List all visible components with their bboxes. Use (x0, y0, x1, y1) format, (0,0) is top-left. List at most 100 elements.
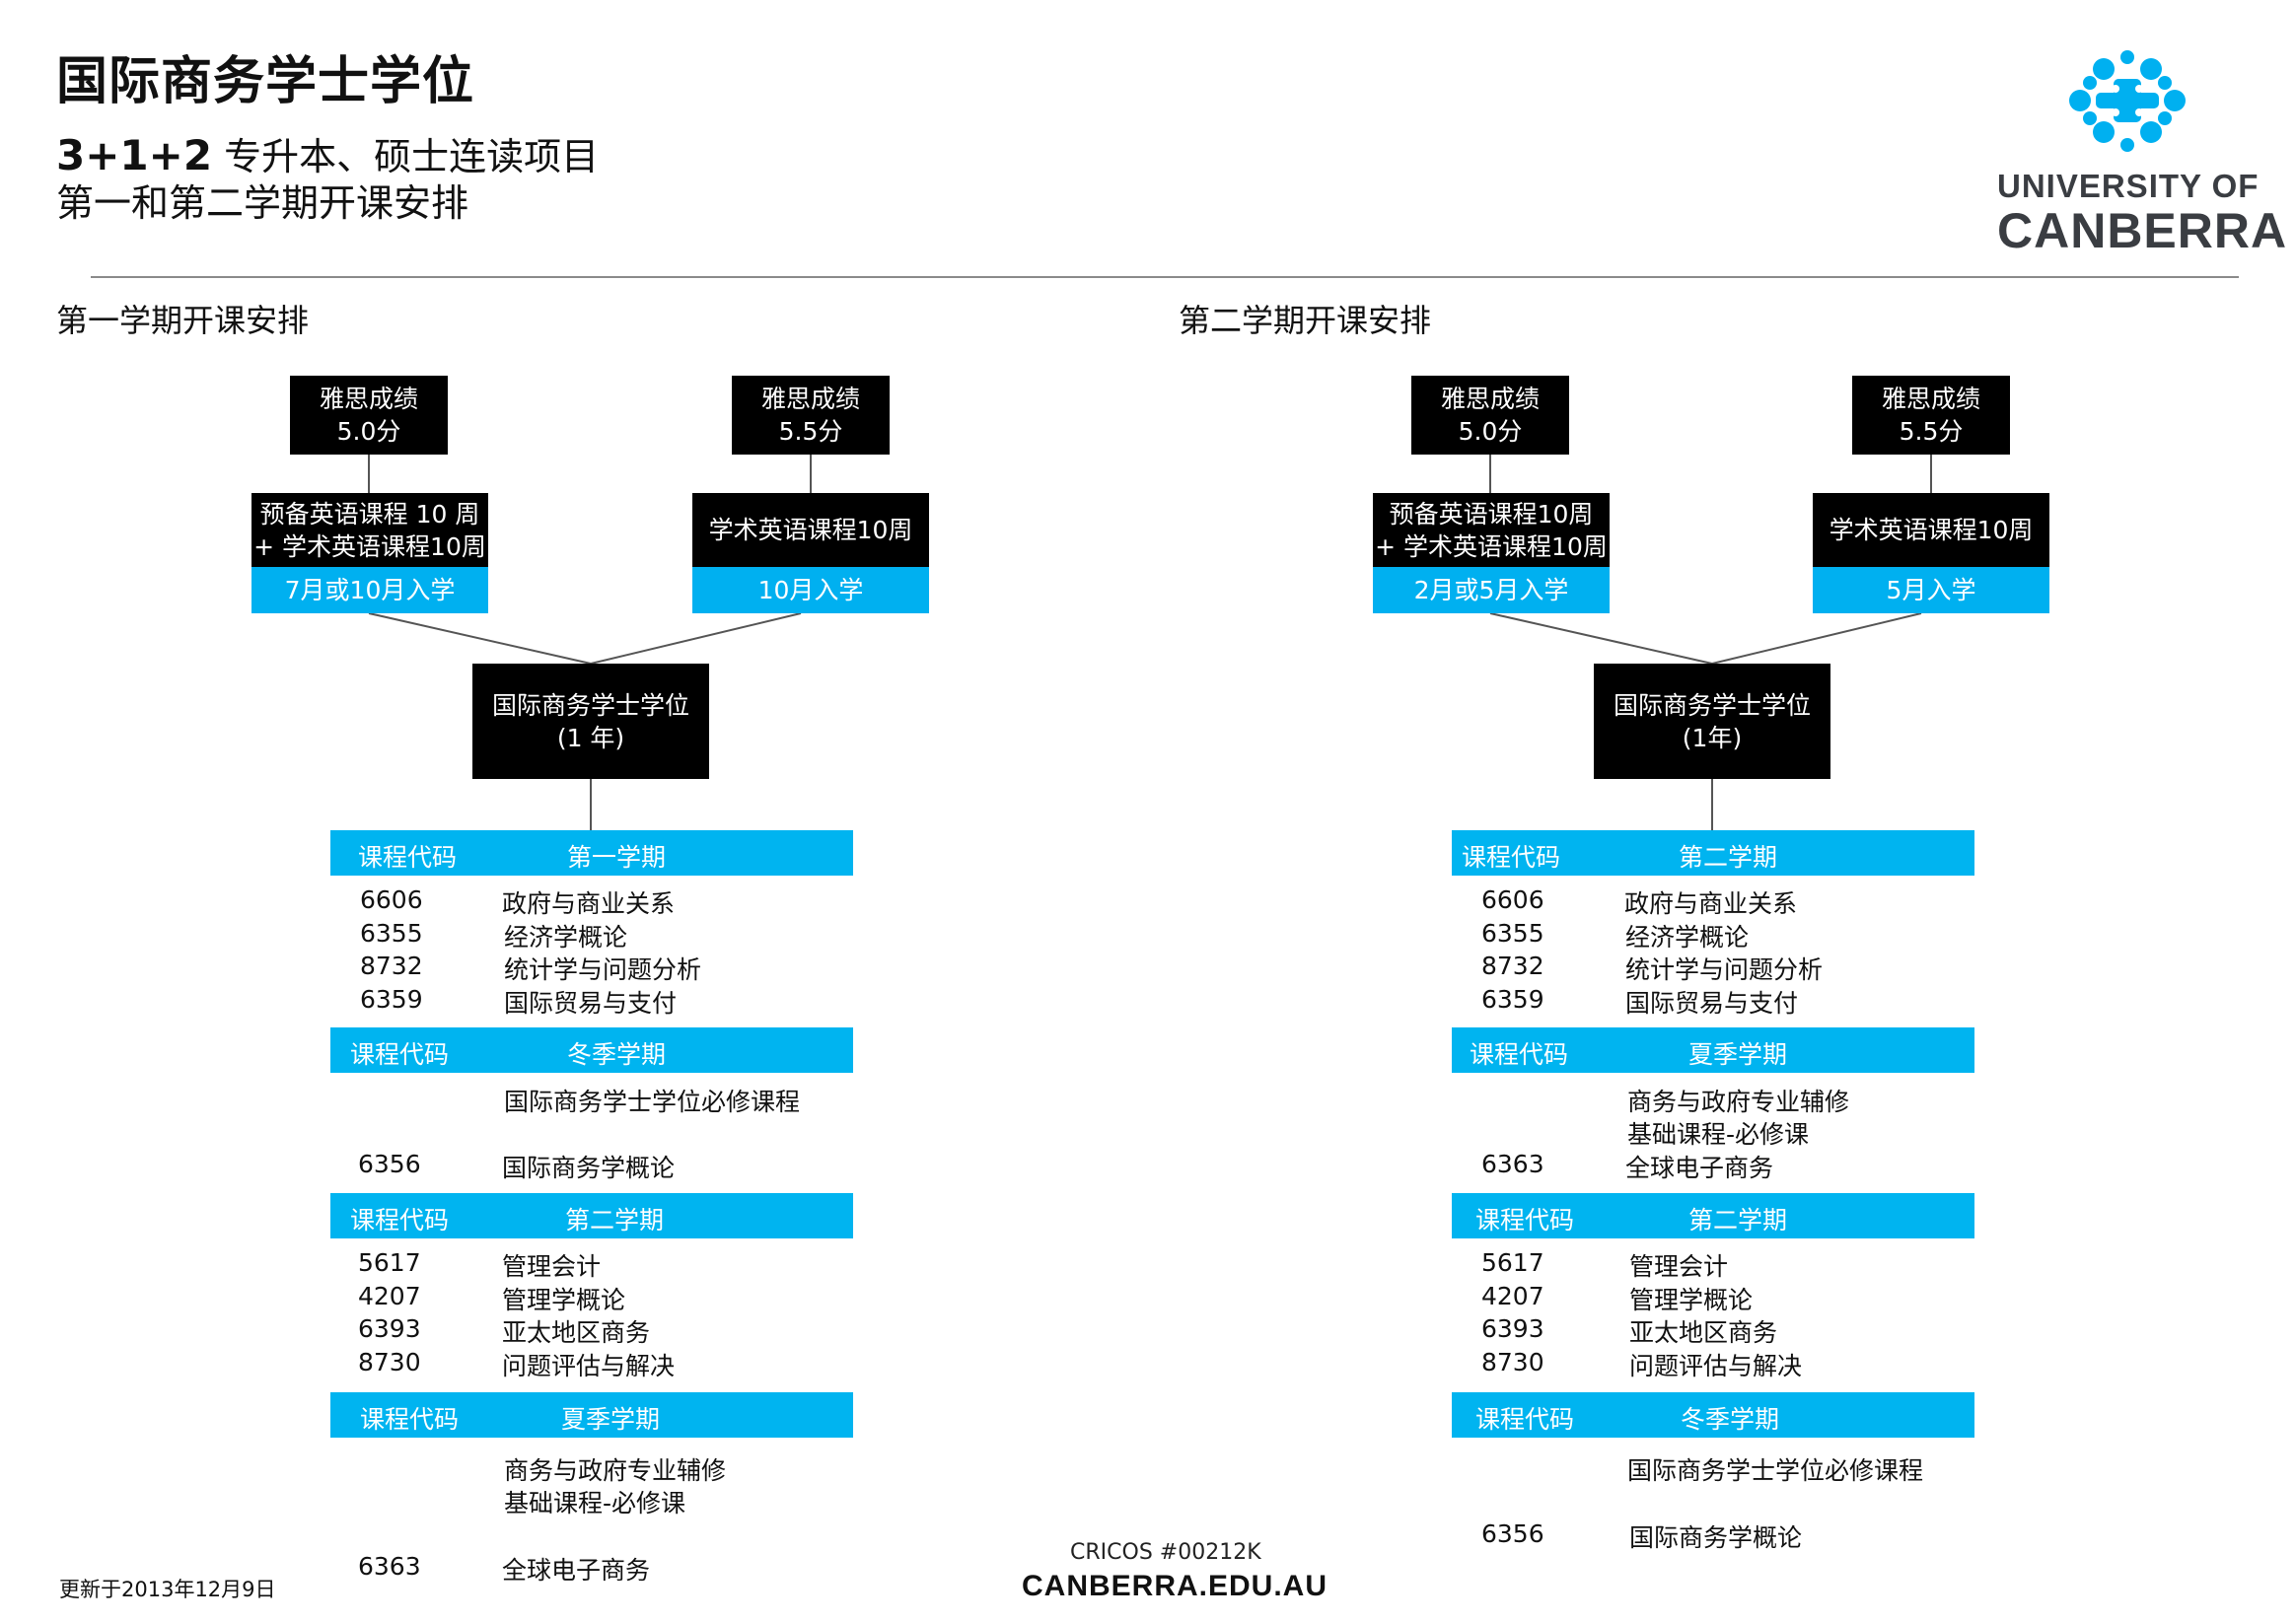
course-code: 6606 (1481, 885, 1544, 914)
updated-date: 更新于2013年12月9日 (59, 1578, 276, 1601)
course-name: 问题评估与解决 (1629, 1352, 1803, 1380)
website-link[interactable]: CANBERRA.EDU.AU (1022, 1570, 1328, 1602)
course-name: 经济学概论 (1625, 923, 1750, 952)
ielts-score-box: 雅思成绩 5.0分 (1411, 376, 1569, 455)
university-logo: UNIVERSITY OF CANBERRA (1997, 49, 2286, 258)
course-name: 全球电子商务 (1625, 1154, 1774, 1182)
course-code: 8732 (1481, 952, 1544, 980)
course-line: + 学术英语课程10周 (253, 531, 486, 561)
degree-title: 国际商务学士学位 (1613, 690, 1811, 720)
code-header: 课程代码 (358, 843, 458, 872)
table-header: 课程代码 第一学期 (330, 830, 853, 876)
course-name: 基础课程-必修课 (504, 1489, 686, 1517)
course-code: 6393 (358, 1314, 421, 1343)
course-name: 问题评估与解决 (502, 1352, 676, 1380)
course-line: 预备英语课程10周 (1389, 499, 1594, 529)
course-name: 统计学与问题分析 (504, 955, 702, 984)
course-line: 学术英语课程10周 (1829, 516, 2034, 544)
term-header: 第一学期 (567, 843, 667, 872)
course-code: 6393 (1481, 1314, 1544, 1343)
course-name: 政府与商业关系 (502, 889, 676, 918)
course-name: 政府与商业关系 (1624, 889, 1798, 918)
table-header: 课程代码 第二学期 (330, 1193, 853, 1238)
subtitle-rest: 专升本、硕士连读项目 (212, 135, 600, 178)
course-name: 国际贸易与支付 (1625, 989, 1799, 1018)
ielts-label: 雅思成绩 (760, 385, 860, 413)
code-header: 课程代码 (1475, 1206, 1575, 1235)
course-name: 基础课程-必修课 (1627, 1120, 1810, 1149)
code-header: 课程代码 (1475, 1405, 1575, 1434)
course-name: 管理学概论 (502, 1286, 626, 1314)
table-header: 课程代码 第二学期 (1452, 830, 1974, 876)
university-logo-icon (2069, 50, 2186, 152)
course-code: 6355 (360, 919, 423, 948)
page-subtitle-2: 第一和第二学期开课安排 (56, 181, 469, 225)
course-name: 全球电子商务 (502, 1556, 651, 1585)
course-code: 6355 (1481, 919, 1544, 948)
course-code: 4207 (1481, 1282, 1544, 1310)
course-code: 6606 (360, 885, 423, 914)
english-course-box: 学术英语课程10周 (1813, 493, 2049, 567)
course-name: 管理学概论 (1629, 1286, 1754, 1314)
course-name: 管理会计 (1629, 1252, 1729, 1281)
course-code: 8730 (358, 1348, 421, 1376)
ielts-score-box: 雅思成绩 5.5分 (1852, 376, 2010, 455)
course-code: 6356 (1481, 1519, 1544, 1548)
ielts-score-box: 雅思成绩 5.0分 (290, 376, 448, 455)
ielts-score: 5.5分 (1899, 417, 1964, 446)
term-header: 冬季学期 (1681, 1405, 1780, 1434)
code-header: 课程代码 (350, 1206, 450, 1235)
intake-label: 7月或10月入学 (251, 567, 488, 613)
code-header: 课程代码 (1462, 843, 1561, 872)
table-header: 课程代码 夏季学期 (1452, 1027, 1974, 1073)
code-header: 课程代码 (1470, 1040, 1569, 1069)
course-code: 6359 (1481, 985, 1544, 1014)
course-name: 管理会计 (502, 1252, 602, 1281)
subtitle-prefix: 3+1+2 (56, 131, 213, 179)
course-code: 5617 (1481, 1248, 1544, 1277)
course-name: 亚太地区商务 (1629, 1318, 1778, 1347)
course-name: 商务与政府专业辅修 (1627, 1088, 1850, 1116)
term-header: 夏季学期 (561, 1405, 661, 1434)
course-code: 5617 (358, 1248, 421, 1277)
course-name: 国际商务学士学位必修课程 (1627, 1456, 1924, 1485)
degree-box: 国际商务学士学位 (1年) (1594, 664, 1830, 779)
semester2-heading: 第二学期开课安排 (1179, 302, 1432, 339)
course-line: 学术英语课程10周 (708, 516, 913, 544)
course-code: 6359 (360, 985, 423, 1014)
course-code: 4207 (358, 1282, 421, 1310)
degree-duration: (1 年) (556, 723, 625, 752)
ielts-label: 雅思成绩 (319, 385, 418, 413)
course-name: 商务与政府专业辅修 (504, 1456, 727, 1485)
ielts-score: 5.0分 (1458, 417, 1523, 446)
term-header: 夏季学期 (1688, 1040, 1788, 1069)
course-name: 亚太地区商务 (502, 1318, 651, 1347)
logo-text-line2: CANBERRA (1997, 203, 2288, 258)
table-header: 课程代码 冬季学期 (1452, 1392, 1974, 1438)
course-line: 预备英语课程 10 周 (259, 499, 480, 529)
page-subtitle: 3+1+2 专升本、硕士连读项目 (56, 126, 599, 180)
intake-label: 2月或5月入学 (1373, 567, 1610, 613)
course-code: 8732 (360, 952, 423, 980)
course-line: + 学术英语课程10周 (1375, 531, 1608, 561)
term-header: 第二学期 (1679, 843, 1778, 872)
course-name: 国际商务学士学位必修课程 (504, 1088, 801, 1116)
code-header: 课程代码 (360, 1405, 460, 1434)
degree-duration: (1年) (1682, 723, 1743, 752)
course-code: 8730 (1481, 1348, 1544, 1376)
english-course-box: 预备英语课程10周 + 学术英语课程10周 (1373, 493, 1610, 567)
term-header: 第二学期 (1688, 1206, 1788, 1235)
course-name: 国际商务学概论 (1629, 1523, 1803, 1552)
table-header: 课程代码 第二学期 (1452, 1193, 1974, 1238)
ielts-score-box: 雅思成绩 5.5分 (732, 376, 890, 455)
page-title: 国际商务学士学位 (56, 52, 475, 111)
logo-text-line1: UNIVERSITY OF (1997, 168, 2260, 204)
course-code: 6363 (358, 1552, 421, 1581)
intake-label: 10月入学 (692, 567, 929, 613)
intake-label: 5月入学 (1813, 567, 2049, 613)
english-course-box: 预备英语课程 10 周 + 学术英语课程10周 (251, 493, 488, 567)
course-code: 6356 (358, 1150, 421, 1178)
table-header: 课程代码 夏季学期 (330, 1392, 853, 1438)
course-name: 国际贸易与支付 (504, 989, 678, 1018)
